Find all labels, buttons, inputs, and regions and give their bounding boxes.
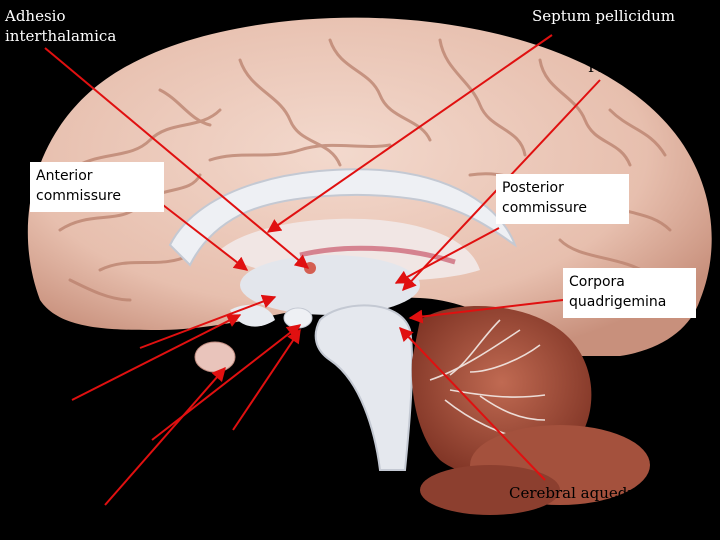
label-posterior-line2: commissure [502,200,587,216]
pituitary-shape [194,341,236,373]
label-adhesio: Adhesio interthalamica [5,6,116,46]
label-adhesio-line2: interthalamica [5,27,117,45]
label-anterior-commissure: Anterior commissure [30,162,164,212]
label-septum: Septum pellicidum [532,7,675,25]
label-corpora-line1: Corpora [569,274,625,290]
fornix-band [299,245,456,265]
label-corpora-quadrigemina: Corpora quadrigemina [563,268,696,318]
brainstem [314,304,414,471]
corpus-callosum [168,168,518,267]
label-posterior-line1: Posterior [502,180,564,196]
label-corpora-line2: quadrigemina [569,294,667,310]
label-adhesio-line1: Adhesio [5,7,66,25]
label-pituitary-gland: Pituitary gland [40,513,154,531]
label-anterior-line1: Anterior [36,168,93,184]
label-pineal: Pineal gland [588,58,683,76]
label-posterior-commissure: Posterior commissure [496,174,629,224]
label-optic-line2: chiasm [17,403,71,421]
label-optic-chiasm: Optic chiasm [17,382,71,422]
mamillary-shape [283,307,313,329]
label-mamillary-body: Mamillary body [188,434,307,452]
sulci [58,38,672,302]
adhesio-dot [304,262,316,274]
label-optic-line1: Optic [17,383,59,401]
label-anterior-line2: commissure [36,188,121,204]
thalamus-region [240,255,420,315]
label-thalamus: Thalamus [41,341,115,359]
label-hypothalamus: Hypothalamus [37,434,148,452]
label-cerebral-aqueduct: Cerebral aqueduct [509,484,652,502]
